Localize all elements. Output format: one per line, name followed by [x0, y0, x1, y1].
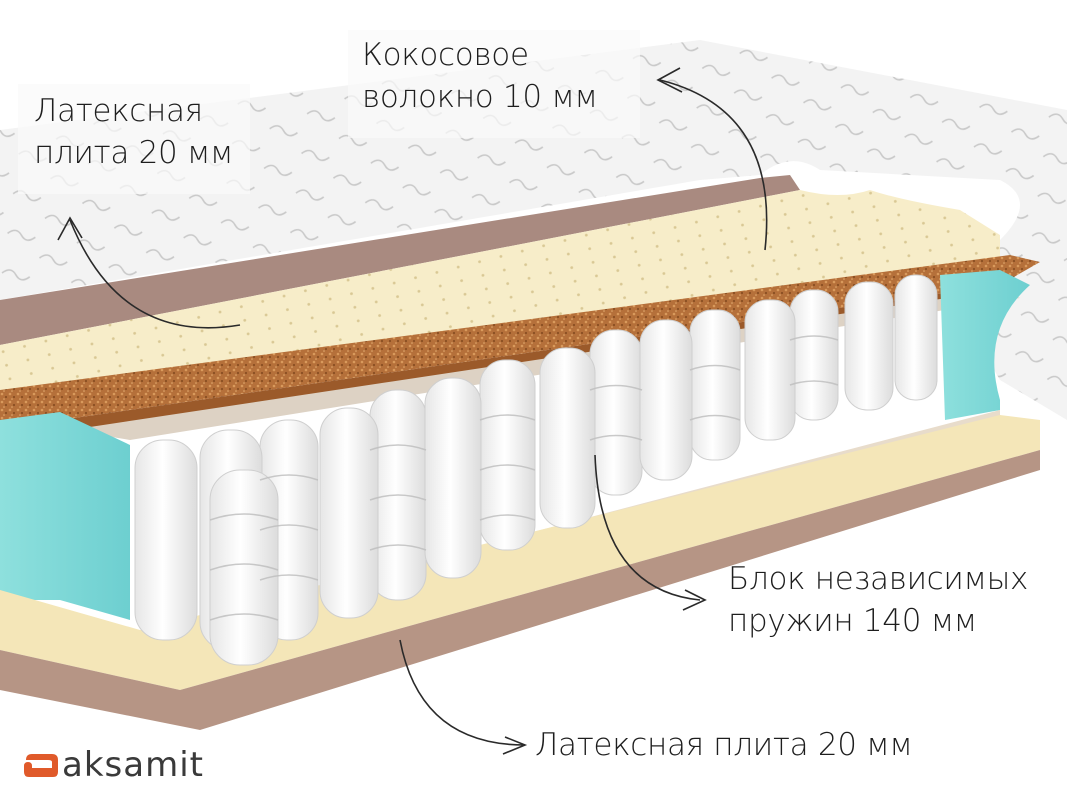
- foam-edge-left: [0, 412, 130, 620]
- quilted-cover: [0, 40, 1067, 420]
- foam-edge-right: [940, 270, 1030, 420]
- label-box-latex-top: [18, 84, 250, 194]
- brand-logo: aksamit: [22, 740, 214, 790]
- arrow-coir: [659, 79, 768, 251]
- pocket-springs: [134, 274, 938, 666]
- brand-name: aksamit: [62, 745, 204, 785]
- callout-arrows: [57, 67, 768, 755]
- bottom-base: [0, 450, 1040, 730]
- label-coir: Кокосовое волокно 10 мм: [362, 37, 598, 115]
- arrow-latex-bottom: [399, 639, 526, 746]
- label-latex-bottom: Латексная плита 20 мм: [535, 727, 913, 763]
- arrow-springs: [594, 454, 701, 601]
- latex-top-slab: [0, 190, 1000, 400]
- felt-layer: [0, 175, 800, 345]
- label-box-coir: [348, 30, 640, 138]
- label-springs: Блок независимых пружин 140 мм: [728, 561, 1029, 639]
- arrow-latex-top: [69, 219, 241, 329]
- label-latex-top: Латексная плита 20 мм: [34, 93, 234, 171]
- sofa-icon: [24, 754, 58, 777]
